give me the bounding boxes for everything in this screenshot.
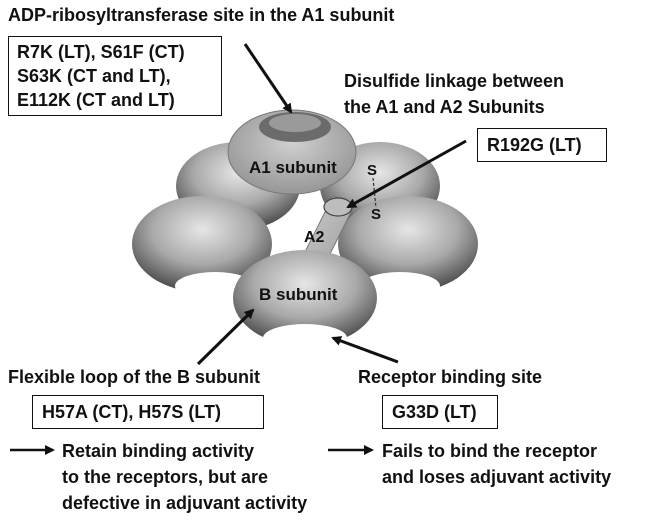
r192g-box: R192G (LT) (477, 128, 607, 162)
arrow-to-flexible-loop (196, 308, 255, 366)
a1-mutation-line-1: R7K (LT), S61F (CT) (17, 42, 185, 62)
sulfur-label-top: S (367, 162, 377, 179)
receptor-binding-mutation: G33D (LT) (392, 402, 477, 422)
a2-subunit-label: A2 (304, 229, 325, 246)
arrow-to-receptor-site (331, 336, 399, 364)
flexible-loop-mutations: H57A (CT), H57S (LT) (42, 402, 222, 422)
receptor-result-line-1: Fails to bind the receptor (382, 441, 598, 461)
b-pentamer-mid-right (338, 196, 478, 300)
disulfide-title-line-2: the A1 and A2 Subunits (344, 97, 545, 117)
adp-ribosyltransferase-title: ADP-ribosyltransferase site in the A1 su… (8, 5, 395, 25)
a1-mutations-box: R7K (LT), S61F (CT) S63K (CT and LT), E1… (8, 36, 222, 116)
arrow-to-a1-active-site (243, 43, 293, 114)
arrow-to-disulfide (346, 139, 467, 209)
disulfide-title-line-1: Disulfide linkage between (344, 71, 565, 91)
b-subunit-torus (233, 250, 377, 352)
a1-subunit-label: A1 subunit (249, 158, 337, 177)
a1-mutation-line-3: E112K (CT and LT) (17, 90, 175, 110)
a1-subunit-torus (227, 109, 357, 195)
flexible-loop-box: H57A (CT), H57S (LT) (32, 395, 264, 429)
receptor-binding-title: Receptor binding site (358, 367, 543, 387)
receptor-result-line-2: and loses adjuvant activity (382, 467, 612, 487)
a1-mutation-line-2: S63K (CT and LT), (17, 66, 171, 86)
flexible-result-line-3: defective in adjuvant activity (62, 493, 308, 513)
flexible-result-line-1: Retain binding activity (62, 441, 255, 461)
receptor-binding-box: G33D (LT) (382, 395, 498, 429)
r192g-label: R192G (LT) (487, 135, 582, 155)
sulfur-label-bottom: S (371, 206, 381, 223)
flexible-result-line-2: to the receptors, but are (62, 467, 269, 487)
flexible-loop-title: Flexible loop of the B subunit (8, 367, 260, 387)
b-subunit-label: B subunit (259, 285, 338, 304)
disulfide-site-marker (323, 197, 353, 217)
